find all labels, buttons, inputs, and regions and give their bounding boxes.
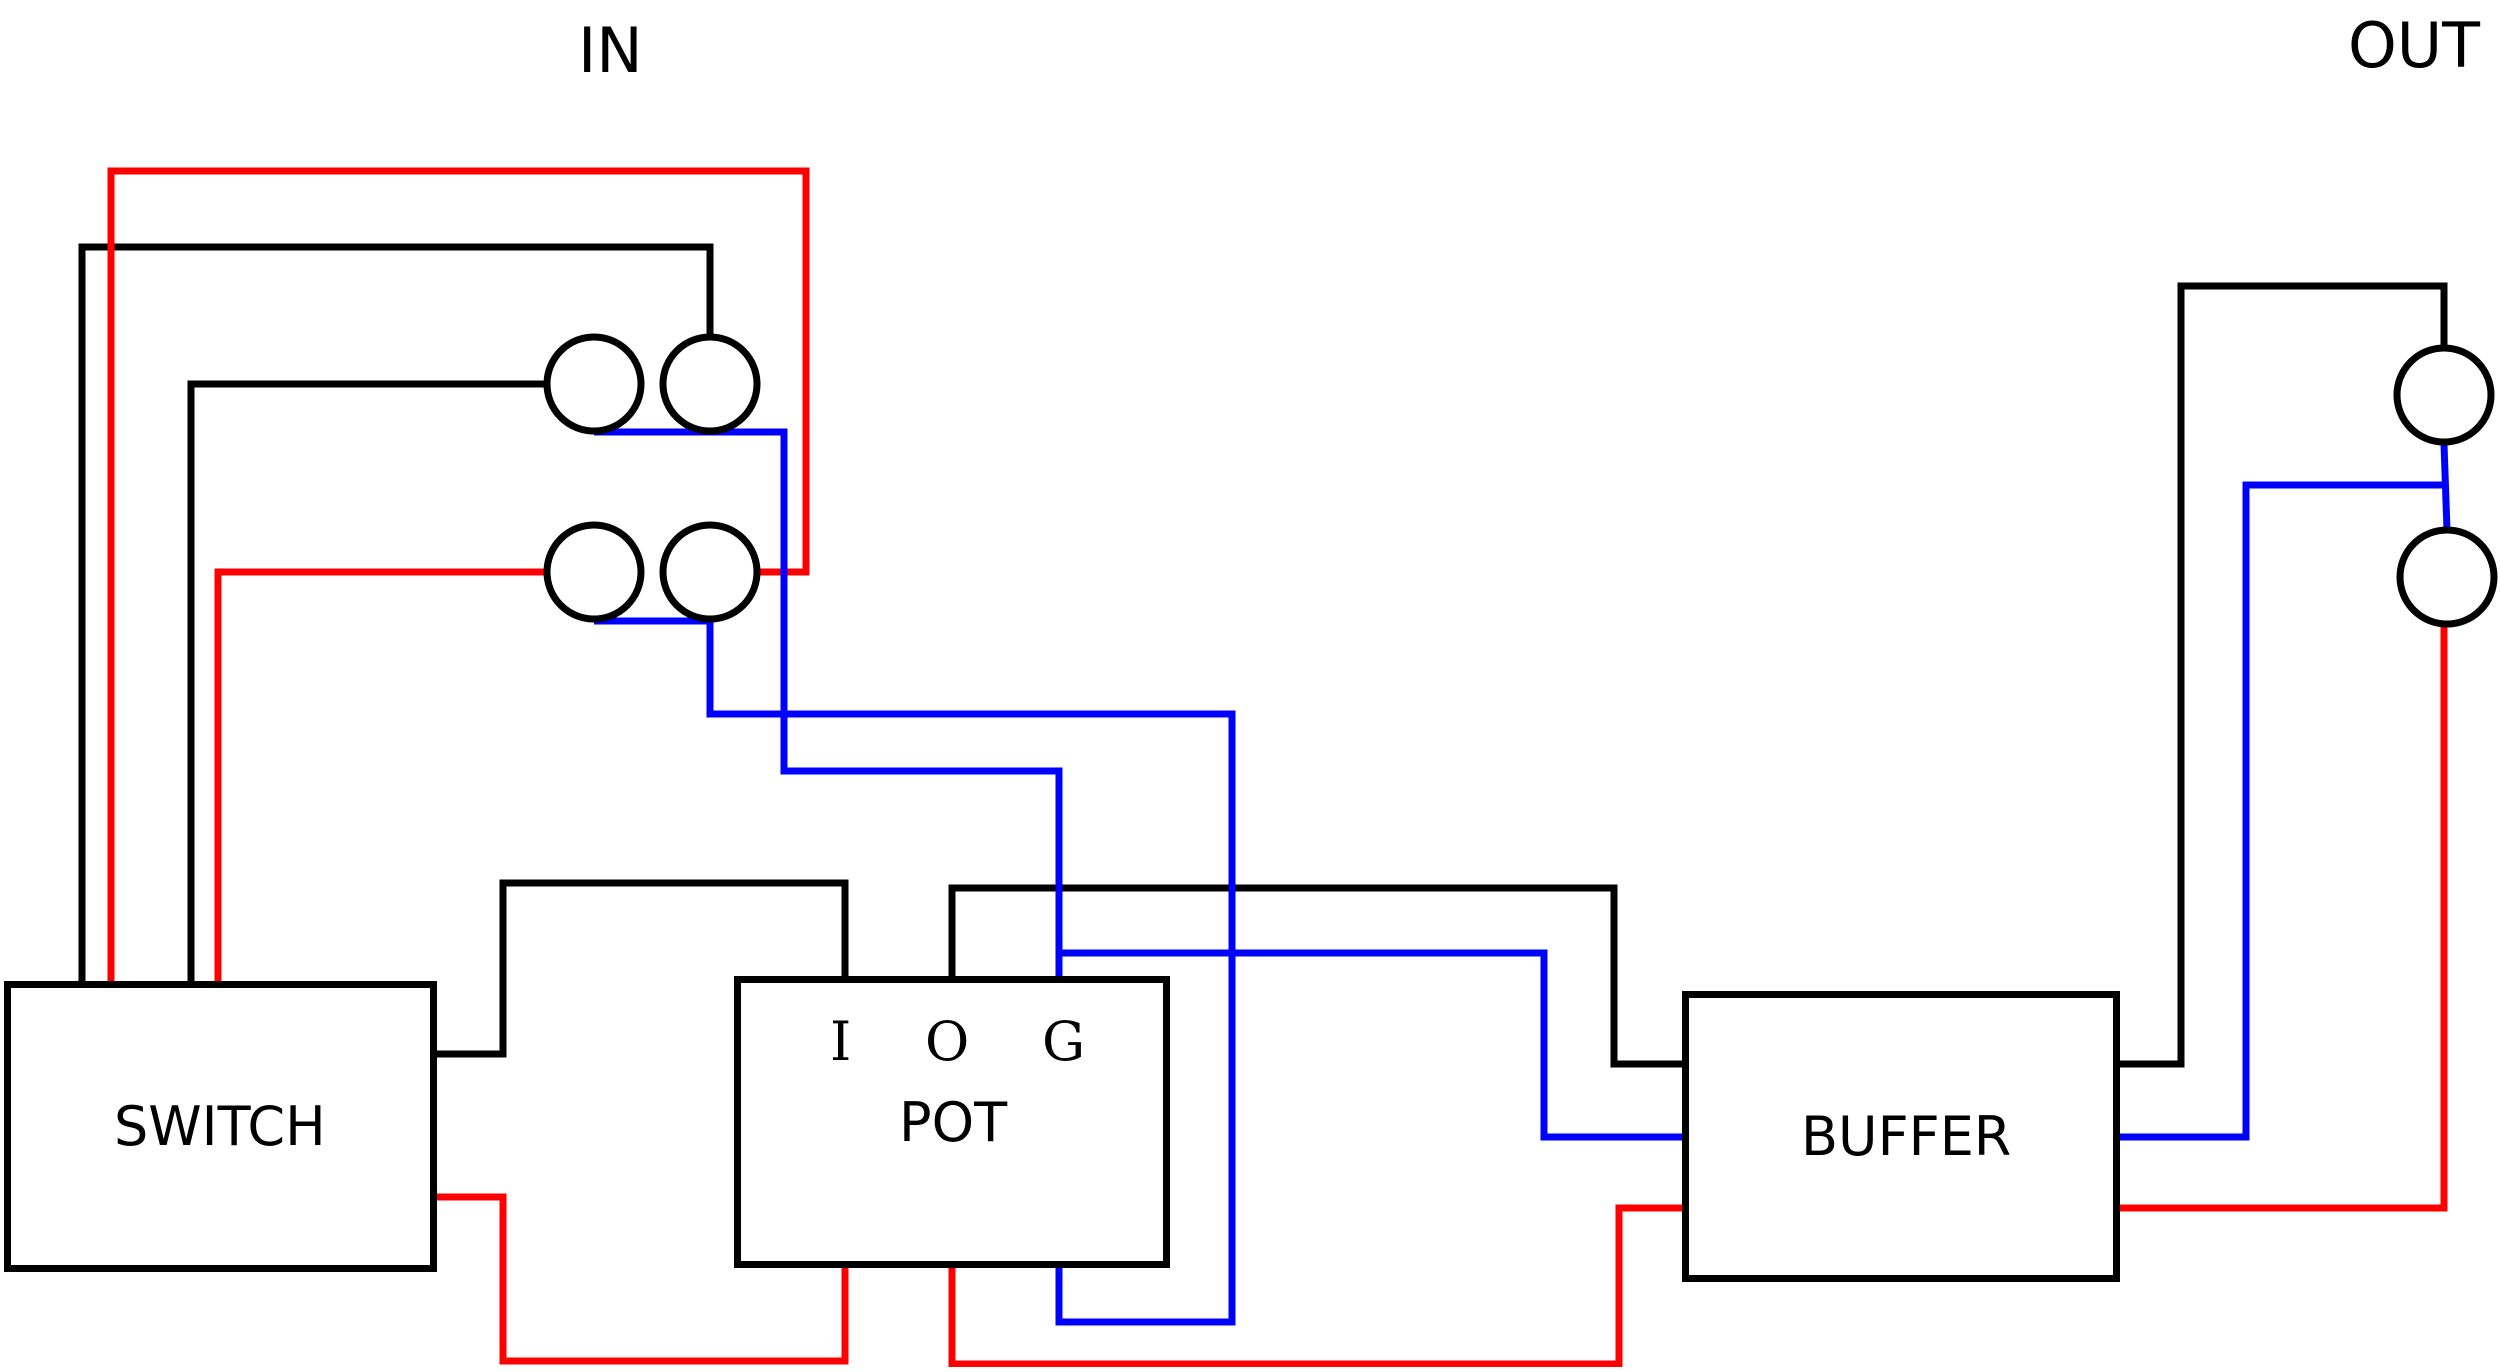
pot-label: POT	[899, 1091, 1008, 1154]
in-jack-b	[659, 333, 761, 435]
in-jack-d	[659, 521, 761, 623]
wire-blue-pot-g-to-buffer	[1059, 949, 1686, 1141]
in-jack-c	[543, 521, 645, 623]
switch-box	[4, 981, 437, 1272]
wire-blue-buffer-to-out-jacks	[2116, 481, 2444, 1141]
buffer-label: BUFFER	[1801, 1105, 2012, 1168]
wire-red-switch-to-pot-i	[433, 1193, 849, 1365]
wire-blue-in-jacks-top-to-pot-g	[594, 428, 1063, 978]
wire-black-pot-o-to-buffer	[948, 884, 1686, 1068]
wire-black-buffer-to-out-jack-top	[2116, 282, 2448, 1068]
wire-red-pot-o-to-buffer	[948, 1204, 1686, 1368]
in-jack-a	[543, 333, 645, 435]
wire-red-buffer-to-out-jack	[2116, 624, 2448, 1212]
pot-box	[734, 976, 1170, 1268]
switch-label: SWITCH	[114, 1095, 326, 1158]
in-label: IN	[578, 14, 643, 87]
pot-pin-i-label: I	[830, 1010, 852, 1073]
out-jack-top	[2393, 344, 2495, 446]
wire-black-switch-to-in-jack-a-left	[187, 380, 547, 985]
buffer-box	[1682, 991, 2120, 1282]
pot-pin-o-label: O	[925, 1010, 970, 1073]
wire-black-switch-to-pot-i	[433, 879, 849, 1058]
wire-black-switch-to-in-jack-b-top	[78, 243, 714, 985]
pot-pin-g-label: G	[1042, 1010, 1086, 1073]
wire-red-switch-to-in-jack-c	[214, 568, 547, 985]
wire-blue-out-jacks-link	[2440, 443, 2451, 531]
wire-red-switch-to-in-jack-d	[107, 167, 810, 985]
out-label: OUT	[2348, 9, 2481, 82]
out-jack-bottom	[2396, 526, 2498, 628]
